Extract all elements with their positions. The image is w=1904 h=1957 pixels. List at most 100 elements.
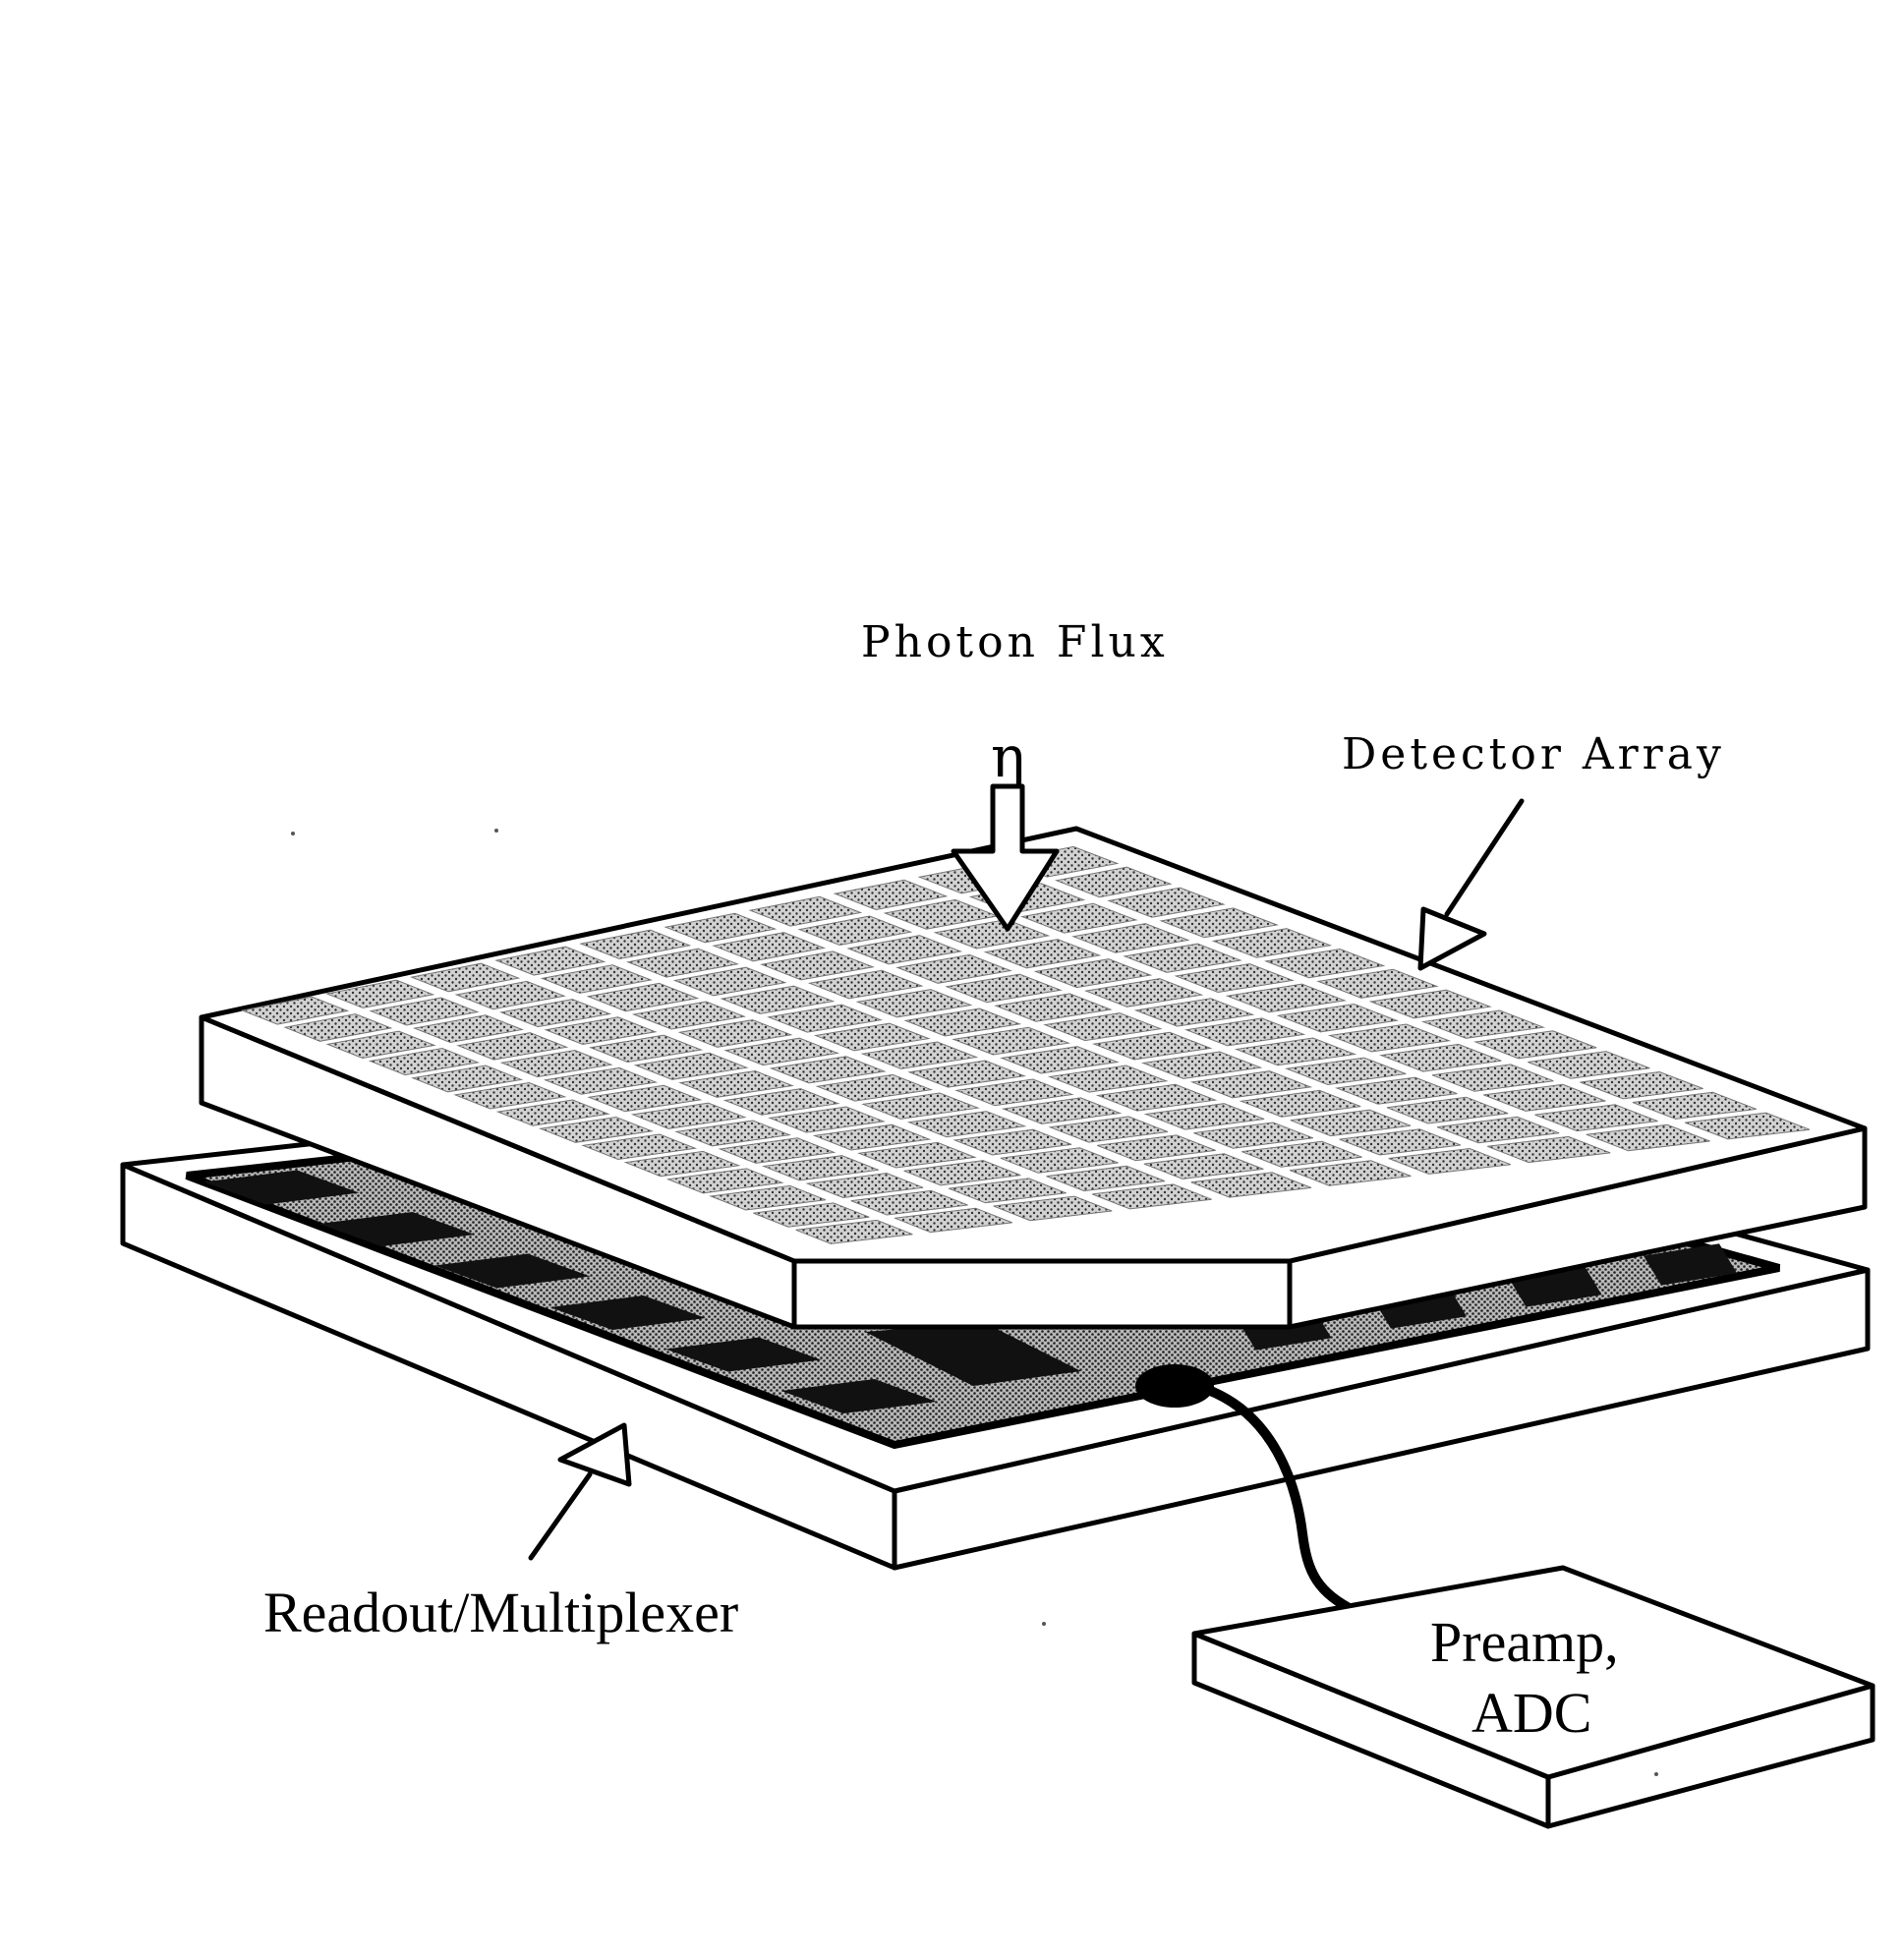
eta-symbol: η	[991, 723, 1025, 790]
detector-pixel	[677, 1019, 793, 1048]
detector-pixel	[579, 929, 692, 960]
detector-pixel	[1241, 1140, 1362, 1168]
detector-pixel	[1159, 907, 1279, 939]
detector-pixel	[933, 918, 1051, 950]
detector-pixel	[952, 1026, 1071, 1056]
detector-array-pointer	[1417, 798, 1525, 971]
detector-pixel	[1290, 1109, 1412, 1137]
detector-pixel	[495, 1099, 610, 1126]
detector-pixel	[1091, 1031, 1213, 1061]
detector-pixel	[1436, 1116, 1560, 1144]
detector-pixel	[1368, 989, 1492, 1019]
preamp-label-line2: ADC	[1471, 1681, 1591, 1745]
detector-pixel	[795, 1219, 913, 1244]
detector-pixel	[993, 1195, 1113, 1222]
detector-pixel	[1632, 1091, 1757, 1120]
detector-pixel	[1327, 1023, 1452, 1053]
detector-pixel	[769, 1056, 887, 1084]
detector-pixel	[454, 980, 566, 1010]
readout-pad	[549, 1295, 706, 1330]
detector-pixel	[907, 1060, 1027, 1088]
detector-pixel	[850, 1189, 968, 1216]
detector-pixel	[240, 996, 350, 1025]
detector-pixel	[994, 993, 1113, 1022]
signal-wire	[1184, 1379, 1361, 1617]
detector-pixel	[665, 1168, 784, 1194]
detector-pixel	[1276, 1003, 1400, 1033]
detector-pixel	[894, 1207, 1012, 1234]
detector-pixel	[903, 1007, 1022, 1037]
wire-bond-pad	[1135, 1364, 1214, 1408]
detector-pixel	[1316, 968, 1439, 999]
detector-pixel	[1000, 1147, 1119, 1174]
detector-pixel	[587, 1084, 703, 1113]
detector-pixel	[1580, 1070, 1703, 1100]
detector-pixel	[1083, 978, 1204, 1007]
detector-pixel	[1143, 1153, 1264, 1180]
readout-pad	[203, 1170, 360, 1205]
detector-pixel	[499, 999, 612, 1028]
readout-pad	[434, 1253, 591, 1289]
detector-pixel	[1386, 1096, 1509, 1124]
detector-pixel	[1685, 1112, 1811, 1140]
detector-pixel	[807, 969, 924, 1000]
detector-pixel	[712, 932, 827, 962]
detector-array-plate	[199, 826, 1868, 1330]
detector-pixel	[1487, 1135, 1611, 1164]
detector-pixel	[1140, 1051, 1263, 1079]
detector-pixel	[664, 912, 778, 944]
detector-pixel	[631, 1001, 747, 1030]
detector-pixel	[1335, 1076, 1458, 1105]
detector-pixel	[1388, 1147, 1511, 1175]
readout-pad	[780, 1379, 937, 1413]
detector-pixel	[626, 948, 740, 978]
detector-pixel	[1225, 983, 1347, 1013]
detector-pixel	[1097, 1134, 1216, 1162]
readout-pad	[865, 1322, 1081, 1386]
detector-pixel	[895, 953, 1012, 984]
detector-pixel	[411, 1065, 524, 1093]
detector-pixel	[1019, 902, 1138, 934]
detector-pixel	[1174, 963, 1295, 994]
detector-pixel	[1001, 1097, 1123, 1124]
speck	[291, 832, 295, 835]
detector-pixel	[1092, 1183, 1212, 1210]
readout-pad	[665, 1337, 822, 1372]
preamp-adc-box: Preamp, ADC	[1191, 1565, 1875, 1829]
detector-pixel	[983, 939, 1102, 969]
detector-pixel	[1339, 1128, 1462, 1156]
detector-pixel	[945, 973, 1063, 1004]
speck	[1042, 1622, 1046, 1626]
detector-pixel	[1133, 998, 1255, 1027]
detector-pixel	[1043, 1012, 1163, 1042]
detector-pixel	[325, 1030, 436, 1060]
detector-pixel	[815, 1073, 934, 1102]
detector-pixel	[544, 1016, 658, 1046]
detector-pixel	[709, 1184, 827, 1211]
detector-pixel	[906, 1111, 1027, 1138]
detector-pixel	[283, 1013, 393, 1042]
detector-pixel	[813, 1022, 931, 1052]
detector-pixel	[1193, 1122, 1314, 1149]
detector-pixel	[1264, 948, 1386, 979]
detector-pixel	[1290, 1160, 1412, 1186]
detector-pixel	[623, 1150, 741, 1178]
detector-pixel	[581, 1133, 698, 1161]
photon-flux-arrow	[951, 783, 1060, 932]
detector-pixel	[1239, 1089, 1361, 1118]
detector-pixel	[1211, 928, 1333, 958]
detector-pixel	[1234, 1037, 1357, 1066]
detector-pixel	[1123, 943, 1242, 973]
detector-pixel	[1000, 1046, 1120, 1074]
detector-pixel	[833, 879, 949, 911]
detector-pixel	[1095, 1083, 1218, 1112]
detector-pixel	[1473, 1030, 1597, 1060]
photon-flux-label: Photon Flux	[861, 617, 1169, 667]
detector-pixel	[1183, 1017, 1306, 1047]
detector-pixel	[1483, 1083, 1606, 1112]
detector-pixel	[630, 1102, 747, 1129]
detector-pixel	[456, 1032, 569, 1061]
detector-pixel	[494, 946, 606, 976]
detector-pixel	[954, 1078, 1074, 1107]
